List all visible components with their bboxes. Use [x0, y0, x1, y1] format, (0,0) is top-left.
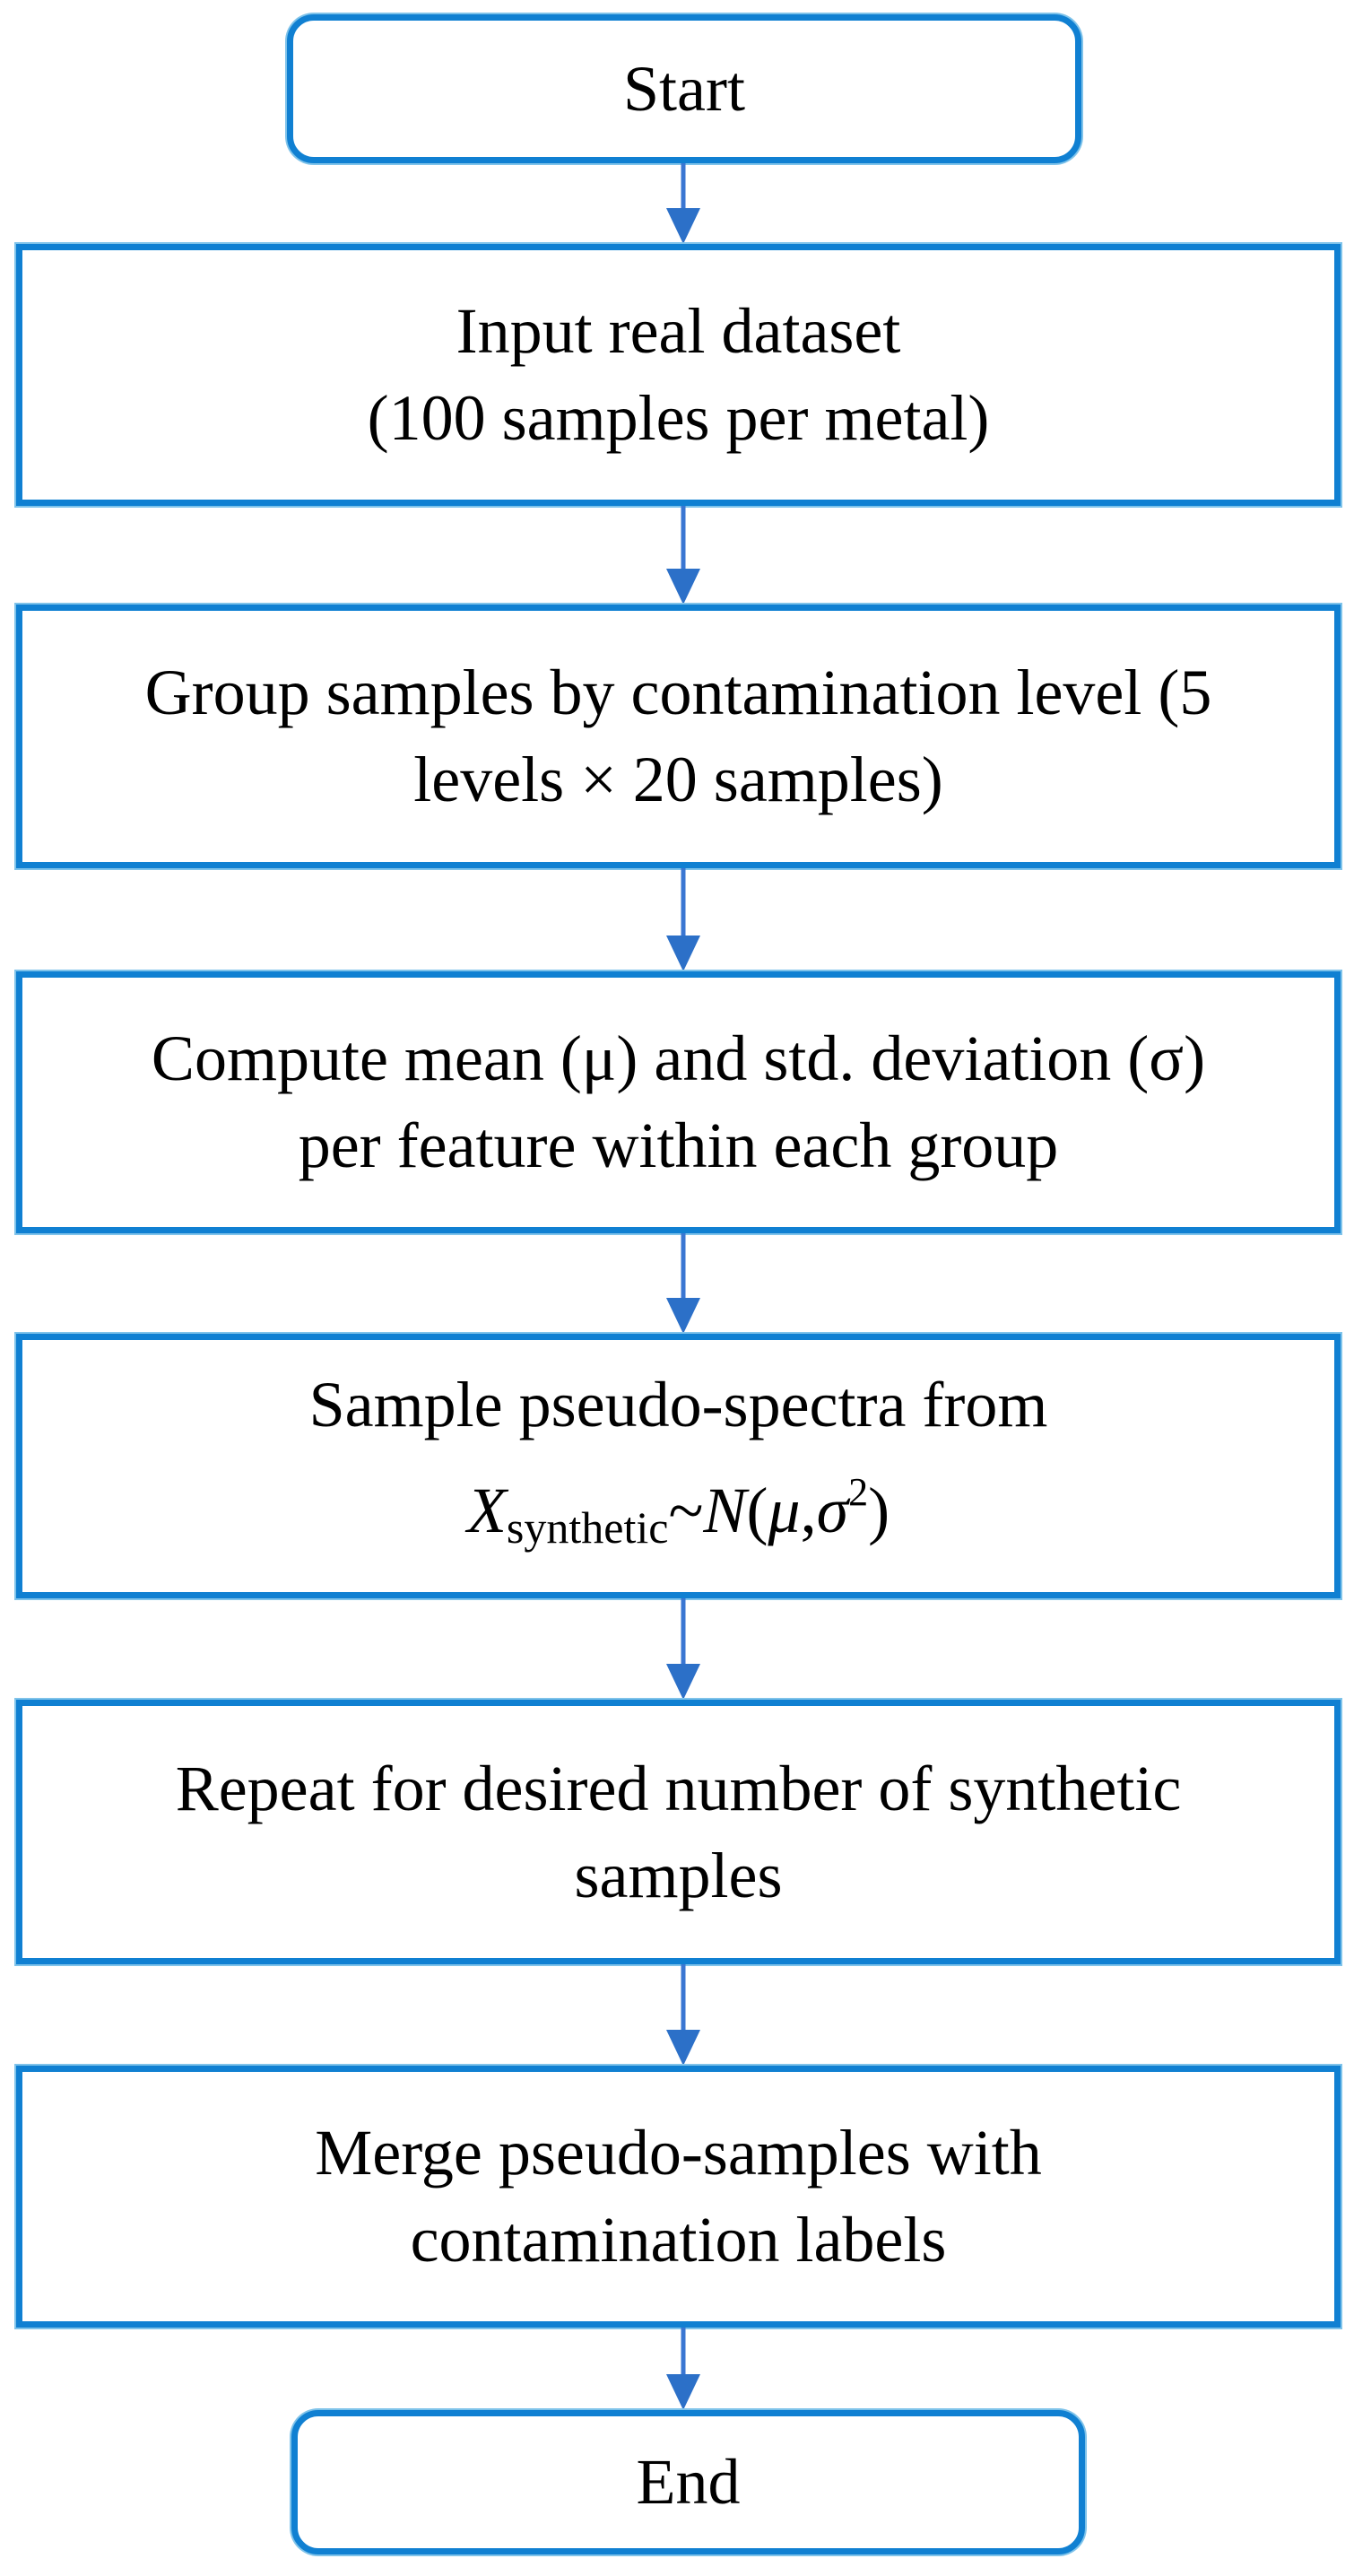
formula-relation: ~ — [668, 1474, 704, 1546]
arrowhead-down-icon — [666, 208, 700, 244]
formula-open-paren: ( — [746, 1474, 768, 1546]
arrowhead-down-icon — [666, 1298, 700, 1334]
arrow-stem — [681, 868, 686, 937]
arrowhead-down-icon — [666, 2374, 700, 2410]
arrowhead-down-icon — [666, 2030, 700, 2066]
arrow-stem — [681, 2328, 686, 2376]
arrow-stem — [681, 1964, 686, 2032]
arrow-stem — [681, 1233, 686, 1300]
formula-distribution: N — [703, 1474, 747, 1546]
flow-arrow-3 — [660, 868, 707, 971]
node-text-line: Compute mean (μ) and std. deviation (σ) — [151, 1023, 1206, 1094]
node-group-samples: Group samples by contamination level (5 … — [16, 605, 1341, 868]
formula-comma: , — [800, 1474, 817, 1546]
flow-arrow-2 — [660, 506, 707, 605]
node-repeat-synthetic: Repeat for desired number of synthetic s… — [16, 1700, 1341, 1964]
node-text-line: Input real dataset — [456, 295, 901, 367]
flow-arrow-6 — [660, 1964, 707, 2066]
node-text-line: samples — [574, 1839, 783, 1911]
node-end: End — [291, 2410, 1085, 2554]
flow-arrow-5 — [660, 1598, 707, 1700]
formula-sigma: σ — [816, 1474, 849, 1546]
formula-close-paren: ) — [868, 1474, 890, 1546]
node-text-line: per feature within each group — [298, 1110, 1059, 1181]
arrow-stem — [681, 163, 686, 210]
node-text-line: (100 samples per metal) — [367, 382, 990, 454]
node-start-label: Start — [623, 52, 745, 125]
flow-arrow-1 — [660, 163, 707, 244]
arrow-stem — [681, 1598, 686, 1666]
arrow-stem — [681, 506, 686, 570]
node-text-line: levels × 20 samples) — [413, 744, 943, 815]
node-start: Start — [287, 14, 1081, 163]
node-text-line: Group samples by contamination level (5 — [144, 657, 1212, 728]
arrowhead-down-icon — [666, 569, 700, 605]
formula-exponent: 2 — [848, 1469, 869, 1514]
node-sample-pseudo-spectra: Sample pseudo-spectra from Xsynthetic~N(… — [16, 1334, 1341, 1598]
flow-arrow-4 — [660, 1233, 707, 1334]
node-merge-labels: Merge pseudo-samples with contamination … — [16, 2066, 1341, 2328]
arrowhead-down-icon — [666, 936, 700, 971]
arrowhead-down-icon — [666, 1664, 700, 1700]
node-compute-stats: Compute mean (μ) and std. deviation (σ) … — [16, 971, 1341, 1233]
node-text-line: Repeat for desired number of synthetic — [175, 1752, 1182, 1824]
node-formula: Xsynthetic~N(μ,σ2) — [467, 1449, 890, 1571]
node-text-line: Sample pseudo-spectra from — [308, 1368, 1048, 1440]
formula-mu: μ — [768, 1474, 801, 1546]
node-text-line: Merge pseudo-samples with — [315, 2117, 1042, 2189]
node-end-label: End — [636, 2446, 741, 2518]
node-input-real-dataset: Input real dataset (100 samples per meta… — [16, 244, 1341, 506]
formula-variable: X — [466, 1474, 507, 1546]
formula-subscript: synthetic — [506, 1501, 669, 1553]
node-text-line: contamination labels — [410, 2204, 947, 2276]
flow-arrow-7 — [660, 2328, 707, 2410]
